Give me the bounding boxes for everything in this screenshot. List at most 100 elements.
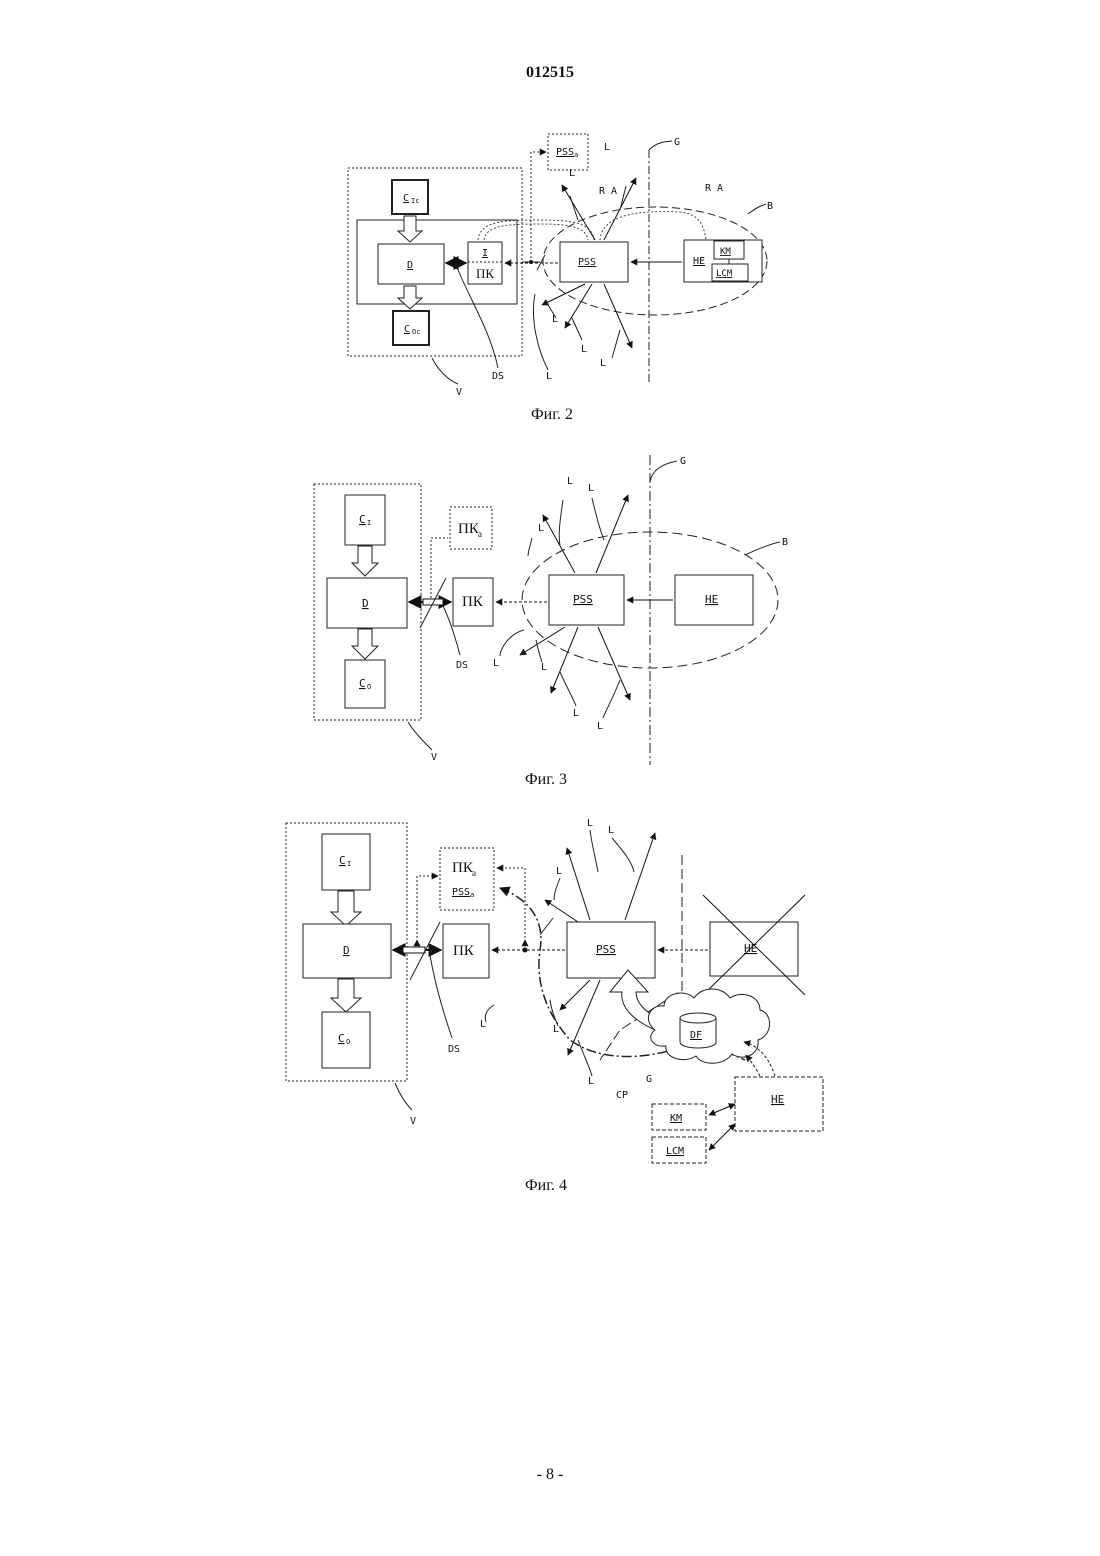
hollow-arrow-down <box>331 979 361 1012</box>
figure-caption: Фиг. 2 <box>531 406 573 423</box>
l-ray <box>551 627 578 693</box>
page-number: - 8 - <box>0 1466 1100 1484</box>
input-content-label: C <box>339 854 346 867</box>
l-ray <box>560 980 590 1010</box>
decoder-label: D <box>407 260 413 271</box>
l-label: L <box>552 314 558 325</box>
l-ray <box>543 515 575 573</box>
alt-pss-label: PSS <box>452 887 470 898</box>
interface-label: I <box>482 248 488 259</box>
l-label: L <box>569 168 575 179</box>
ra-label: R A <box>599 186 617 197</box>
l-label: L <box>541 662 547 673</box>
figure-4: C I D C O ПК a PSS a DS ПК PSS HE DF HE <box>0 805 1100 1200</box>
ra-path <box>478 220 594 240</box>
input-content-sub: I <box>367 519 371 527</box>
l-label: L <box>608 825 614 836</box>
l-ray <box>542 284 585 305</box>
l-ray <box>568 980 600 1055</box>
hollow-arrow-down <box>352 546 378 576</box>
ds-label: DS <box>456 660 468 671</box>
output-content-sub: Oc <box>412 328 420 336</box>
l-ray <box>625 833 655 920</box>
alt-pss-label: PSS <box>556 147 574 158</box>
l-ray <box>545 900 578 922</box>
l-label: L <box>587 818 593 829</box>
cp-label: CP <box>616 1090 628 1101</box>
alt-link-dotted <box>417 876 438 946</box>
pk-label: ПК <box>462 594 484 610</box>
l-label: L <box>581 344 587 355</box>
output-content-box <box>393 311 429 345</box>
ra-label-2: R A <box>705 183 723 194</box>
l-label: L <box>588 483 594 494</box>
l-label: L <box>546 371 552 382</box>
input-content-label: C <box>359 513 366 526</box>
l-label: L <box>538 523 544 534</box>
hollow-arrow-down <box>352 629 378 659</box>
output-content-sub: O <box>346 1038 350 1046</box>
hollow-arrow-down <box>398 286 422 309</box>
output-content-label: C <box>359 677 366 690</box>
figure-caption: Фиг. 3 <box>525 771 567 788</box>
alt-pss-sub: a <box>574 151 578 159</box>
output-content-label: C <box>338 1032 345 1045</box>
he-label: HE <box>693 256 705 267</box>
boundary-g-label: G <box>646 1074 652 1085</box>
pk-label: ПК <box>453 943 475 959</box>
figure-3: C I D C O ПК a DS ПК PSS B G HE L L L L … <box>0 450 1100 800</box>
pss-label: PSS <box>596 943 616 956</box>
alt-link-dotted <box>531 152 546 262</box>
alt-link-dotted <box>431 538 448 598</box>
l-label: L <box>600 358 606 369</box>
ds-label: DS <box>492 371 504 382</box>
l-label: L <box>604 142 610 153</box>
l-ray <box>520 627 565 655</box>
l-label: L <box>480 1019 486 1030</box>
alt-pk-pss-box <box>440 848 494 910</box>
pss-label: PSS <box>573 593 593 606</box>
l-ray <box>596 495 628 573</box>
document-number: 012515 <box>0 64 1100 82</box>
l-label: L <box>573 708 579 719</box>
figure-2: C Ic D C Oc I ПК DS PSS a PSS R A R A B … <box>0 120 1100 440</box>
v-label: V <box>410 1116 416 1127</box>
input-content-sub: I <box>347 860 351 868</box>
lcm-label: LCM <box>716 269 733 279</box>
input-content-box <box>322 834 370 890</box>
hollow-arrow-down <box>331 891 361 926</box>
l-label: L <box>597 721 603 732</box>
alt-pk-label: ПК <box>452 860 474 876</box>
km-label: KM <box>720 247 731 257</box>
zone-b-label: B <box>782 537 788 548</box>
decoder-label: D <box>362 597 369 610</box>
he-label: HE <box>771 1093 784 1106</box>
df-label: DF <box>690 1030 702 1041</box>
v-label: V <box>431 752 437 763</box>
alt-pk-sub: a <box>478 529 482 539</box>
alt-pk-label: ПК <box>458 521 480 537</box>
pk-label: ПК <box>476 266 494 281</box>
l-ray <box>562 185 595 240</box>
he-label: HE <box>705 593 718 606</box>
alt-pk-sub: a <box>472 868 476 878</box>
input-content-label: C <box>403 193 409 204</box>
output-content-sub: O <box>367 683 371 691</box>
lcm-label: LCM <box>666 1146 684 1157</box>
boundary-g-label: G <box>674 137 680 148</box>
alt-link-dotted <box>497 868 525 950</box>
l-ray <box>567 848 590 920</box>
zone-b-label: B <box>767 201 773 212</box>
l-label: L <box>588 1076 594 1087</box>
cloud-shape <box>648 989 769 1063</box>
l-label: L <box>567 476 573 487</box>
km-label: KM <box>670 1113 682 1124</box>
alt-pss-sub: a <box>470 891 474 899</box>
v-label: V <box>456 387 462 398</box>
l-ray <box>565 284 592 328</box>
boundary-g-label: G <box>680 456 686 467</box>
input-content-box <box>392 180 428 214</box>
input-content-sub: Ic <box>411 197 419 205</box>
ds-label: DS <box>448 1044 460 1055</box>
pss-label: PSS <box>578 257 596 268</box>
